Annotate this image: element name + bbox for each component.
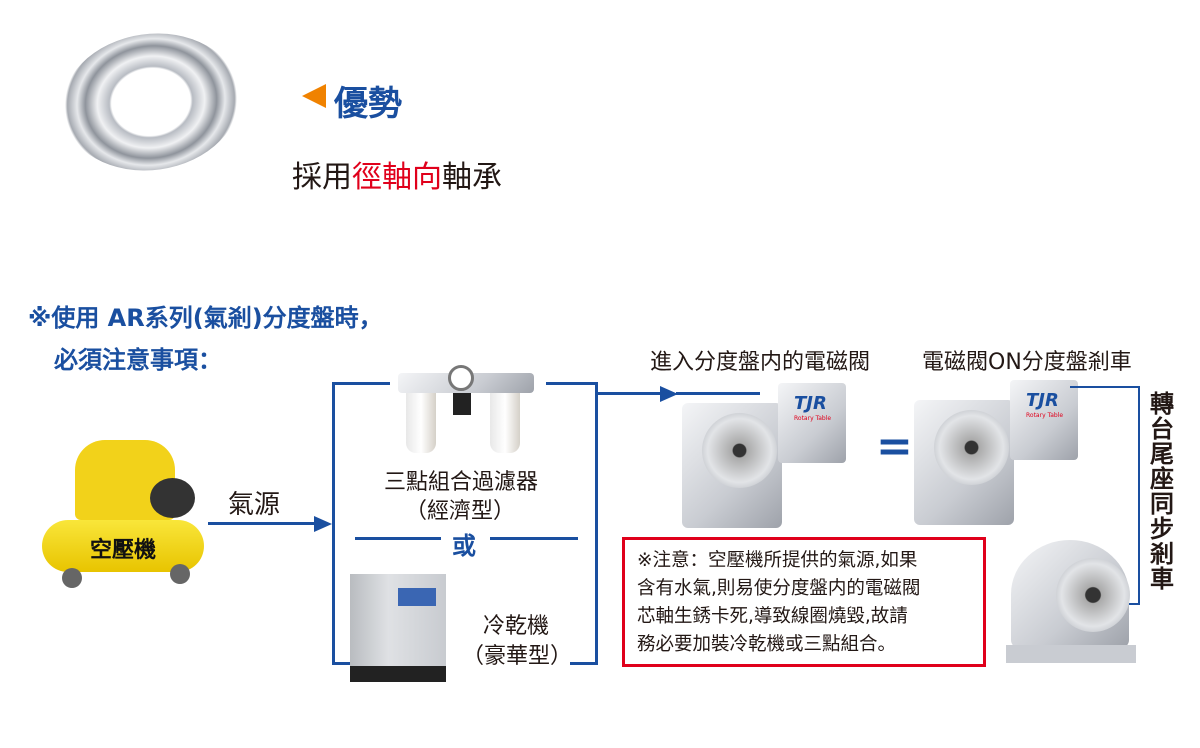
bracket-top-right [546,382,598,385]
warning-line: 務必要加裝冷乾機或三點組合。 [637,634,897,655]
equals-sign: = [876,421,913,472]
warning-line: 芯軸生銹卡死,導致線圈燒毀,故請 [637,606,908,627]
rotary-table-image-2: TJR Rotary Table [914,380,1078,525]
brand-logo: TJR [794,393,827,414]
desc-suffix: 軸承 [442,160,502,195]
output-line [595,392,665,395]
desc-highlight: 徑軸向 [352,160,442,195]
sync-line-top [1070,386,1140,388]
bracket-bottom-right [570,662,598,665]
or-divider-left [355,537,441,540]
brand-logo: TJR [1026,390,1059,411]
bracket-bottom-left [332,662,356,665]
valve-title-right: 電磁閥ON分度盤剎車 [922,350,1132,375]
air-compressor-image: 空壓機 [40,440,208,590]
filter-label: 三點組合過濾器 [384,470,539,495]
sync-line-vertical [1138,386,1140,605]
notice-heading-line2: 必須注意事項： [54,346,222,374]
bracket-right [595,382,598,665]
warning-line: 含有水氣,則易使分度盤内的電磁閥 [637,578,921,599]
air-source-label: 氣源 [228,490,281,520]
dryer-label: 冷乾機 [483,614,550,639]
filter-regulator-image [398,365,534,457]
desc-prefix: 採用 [292,160,352,195]
brand-tagline: Rotary Table [794,415,832,422]
or-label: 或 [452,532,476,560]
output-line-cont [676,392,760,395]
notice-heading-line1: ※使用 AR系列(氣剎)分度盤時， [28,304,383,332]
dryer-sublabel: （豪華型） [462,644,573,669]
brand-tagline: Rotary Table [1026,412,1064,419]
tailstock-image [1006,540,1136,665]
warning-box: ※注意：空壓機所提供的氣源,如果 含有水氣,則易使分度盤内的電磁閥 芯軸生銹卡死… [622,537,986,667]
valve-title-left: 進入分度盤内的電磁閥 [650,350,871,375]
air-dryer-image [350,574,446,682]
bracket-left [332,382,335,665]
orange-triangle-icon [302,84,326,108]
arrow-head-icon [314,516,332,532]
warning-line: ※注意：空壓機所提供的氣源,如果 [637,550,918,571]
arrow-head-icon [660,386,678,402]
air-line [208,522,318,525]
or-divider-right [490,537,578,540]
bracket-top-left [332,382,390,385]
advantage-title: 優勢 [334,84,402,124]
advantage-desc: 採用徑軸向軸承 [292,152,502,196]
cross-roller-bearing-image [53,22,249,182]
compressor-label: 空壓機 [90,538,157,563]
tailstock-label: 轉台尾座同步剎車 [1150,390,1174,593]
filter-sublabel: （經濟型） [405,499,516,524]
rotary-table-image-1: TJR Rotary Table [682,383,846,528]
